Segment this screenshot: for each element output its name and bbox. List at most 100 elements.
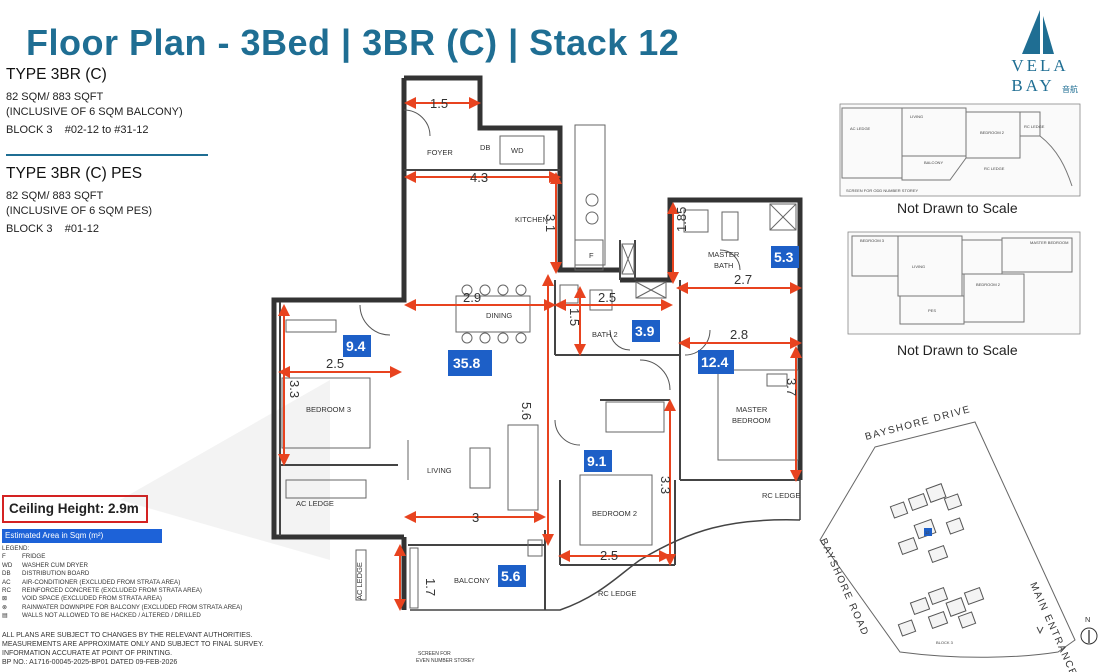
legend-value: VOID SPACE (EXCLUDED FROM STRATA AREA) bbox=[22, 595, 162, 603]
wall-hatch-icon: ▤ bbox=[2, 612, 8, 620]
key-plan-caption: Not Drawn to Scale bbox=[897, 200, 1018, 216]
note-line: MEASUREMENTS ARE APPROXIMATE ONLY AND SU… bbox=[2, 641, 264, 648]
type-units: #01-12 bbox=[64, 223, 99, 235]
info-divider bbox=[6, 154, 208, 156]
screen-note: EVEN NUMBER STOREY bbox=[416, 658, 475, 664]
area-tag-living-dining: 35.8 bbox=[453, 355, 480, 371]
site-plan: BAYSHORE DRIVE BAYSHORE ROAD MAIN ENTRAN… bbox=[817, 404, 1098, 672]
logo-chinese: 音航 bbox=[1062, 85, 1078, 94]
kp1-label: BEDROOM 2 bbox=[980, 130, 1005, 135]
dim-label: 3.3 bbox=[287, 380, 302, 398]
type-size: 82 SQM/ 883 SQFT bbox=[6, 91, 104, 103]
legend-value: DISTRIBUTION BOARD bbox=[22, 570, 90, 578]
dim-label: 5.6 bbox=[519, 402, 534, 420]
type-heading: TYPE 3BR (C) PES bbox=[6, 165, 143, 182]
type-size: 82 SQM/ 883 SQFT bbox=[6, 190, 104, 202]
legend-key: RC bbox=[2, 587, 11, 595]
screen-note: SCREEN FOR bbox=[418, 651, 451, 657]
dim-label: 4.3 bbox=[470, 170, 488, 185]
room-label-rc-ledge: RC LEDGE bbox=[762, 491, 800, 500]
dim-label: 1.85 bbox=[674, 207, 689, 232]
kp1-label: LIVING bbox=[910, 114, 923, 119]
room-label-foyer: FOYER bbox=[427, 148, 453, 157]
dim-label: 2.8 bbox=[730, 327, 748, 342]
room-label-living: LIVING bbox=[427, 466, 452, 475]
type-heading: TYPE 3BR (C) bbox=[6, 66, 107, 83]
downpipe-icon: ⊗ bbox=[2, 603, 8, 611]
label-wd: WD bbox=[511, 146, 524, 155]
area-tag-balcony: 5.6 bbox=[501, 568, 521, 584]
note-line: ALL PLANS ARE SUBJECT TO CHANGES BY THE … bbox=[2, 632, 253, 639]
void-hatch-icon: ⊠ bbox=[2, 595, 8, 603]
dim-label: 2.5 bbox=[598, 290, 616, 305]
area-tag-bedroom-2: 9.1 bbox=[587, 453, 607, 469]
dim-label: 3.7 bbox=[784, 378, 799, 396]
room-label-bedroom-3: BEDROOM 3 bbox=[306, 405, 351, 414]
room-label-master-bedroom: MASTER bbox=[736, 405, 768, 414]
area-tag-bedroom-3: 9.4 bbox=[346, 338, 366, 354]
dim-label: 2.9 bbox=[463, 290, 481, 305]
ceiling-height-badge: Ceiling Height: 2.9m bbox=[2, 495, 148, 523]
room-label-master-bedroom: BEDROOM bbox=[732, 416, 771, 425]
logo-word-vela: VELA bbox=[1011, 56, 1069, 75]
page-title: Floor Plan - 3Bed | 3BR (C) | Stack 12 bbox=[26, 22, 680, 63]
key-plan-caption: Not Drawn to Scale bbox=[897, 342, 1018, 358]
watermark bbox=[120, 380, 330, 560]
kp2-label: PES bbox=[928, 308, 936, 313]
legend-value: FRIDGE bbox=[22, 553, 46, 561]
type-3br-c-pes-info: TYPE 3BR (C) PES 82 SQM/ 883 SQFT (INCLU… bbox=[6, 165, 152, 237]
area-tags: 5.3 3.9 9.4 35.8 12.4 9.1 5.6 bbox=[343, 246, 799, 587]
label-fridge: F bbox=[589, 251, 594, 260]
kp1-label: SCREEN FOR ODD NUMBER STOREY bbox=[846, 188, 918, 193]
legend-value: WASHER CUM DRYER bbox=[22, 561, 89, 569]
kp2-label: MASTER BEDROOM bbox=[1030, 240, 1068, 245]
dim-label: 2.5 bbox=[326, 356, 344, 371]
room-label-master-bath: MASTER bbox=[708, 250, 740, 259]
key-plan-pes: BEDROOM 3 LIVING MASTER BEDROOM BEDROOM … bbox=[847, 231, 1081, 358]
legend-key: DB bbox=[2, 570, 11, 578]
vela-bay-logo: VELA BAY 音航 bbox=[1000, 8, 1080, 104]
legend-key: F bbox=[2, 553, 6, 561]
logo-word-bay: BAY bbox=[1011, 76, 1055, 95]
dimension-lines bbox=[278, 97, 802, 611]
dim-label: 3.3 bbox=[658, 476, 673, 494]
dimension-labels: 1.5 4.3 3.1 1.85 2.7 2.9 2.5 1.5 2.8 2.5… bbox=[287, 96, 799, 596]
dim-label: 1.7 bbox=[423, 578, 438, 596]
north-arrow-icon: N bbox=[1080, 615, 1098, 645]
type-block: BLOCK 3 bbox=[6, 223, 53, 235]
north-label: N bbox=[1085, 615, 1090, 624]
area-tag-master-bath: 5.3 bbox=[774, 249, 794, 265]
disclaimer-notes: ALL PLANS ARE SUBJECT TO CHANGES BY THE … bbox=[2, 631, 264, 667]
estimated-area-bar: Estimated Area in Sqm (m²) bbox=[2, 529, 162, 543]
note-line: INFORMATION ACCURATE AT POINT OF PRINTIN… bbox=[2, 650, 173, 657]
road-label-bayshore-road: BAYSHORE ROAD bbox=[817, 537, 870, 638]
type-inclusive: (INCLUSIVE OF 6 SQM PES) bbox=[6, 205, 153, 217]
kp1-label: AC LEDGE bbox=[850, 126, 871, 131]
room-label-rc-ledge: RC LEDGE bbox=[598, 589, 636, 598]
label-db: DB bbox=[480, 143, 490, 152]
area-tag-bath-2: 3.9 bbox=[635, 323, 655, 339]
legend-key: WD bbox=[2, 561, 13, 569]
entrance-arrow-icon bbox=[1036, 626, 1044, 635]
legend-value: AIR-CONDITIONER (EXCLUDED FROM STRATA AR… bbox=[22, 578, 181, 586]
note-line: BP NO.: A1716-00045-2025-BP01 DATED 09-F… bbox=[2, 659, 178, 666]
kp1-label: RC LEDGE bbox=[984, 166, 1005, 171]
dim-label: 1.5 bbox=[430, 96, 448, 111]
key-plan-odd-storey: AC LEDGE LIVING BEDROOM 2 RC LEDGE BALCO… bbox=[839, 103, 1081, 216]
dim-label: 2.7 bbox=[734, 272, 752, 287]
room-label-master-bath: BATH bbox=[714, 261, 733, 270]
kp2-label: BEDROOM 2 bbox=[976, 282, 1001, 287]
legend-value: WALLS NOT ALLOWED TO BE HACKED / ALTERED… bbox=[22, 612, 201, 620]
room-labels: FOYER KITCHEN DINING LIVING BEDROOM 3 BE… bbox=[296, 143, 800, 664]
room-label-ac-ledge: AC LEDGE bbox=[296, 499, 334, 508]
area-tag-master-bedroom: 12.4 bbox=[701, 354, 728, 370]
sail-icon bbox=[1022, 10, 1054, 54]
legend-key: AC bbox=[2, 578, 11, 586]
kp2-label: LIVING bbox=[912, 264, 925, 269]
legend-title: LEGEND: bbox=[2, 545, 30, 552]
kp1-label: RC LEDGE bbox=[1024, 124, 1045, 129]
block-highlight-label: 12 bbox=[925, 530, 930, 535]
legend-value: RAINWATER DOWNPIPE FOR BALCONY (EXCLUDED… bbox=[22, 603, 243, 611]
main-entrance-label: MAIN ENTRANCE bbox=[1027, 581, 1079, 672]
